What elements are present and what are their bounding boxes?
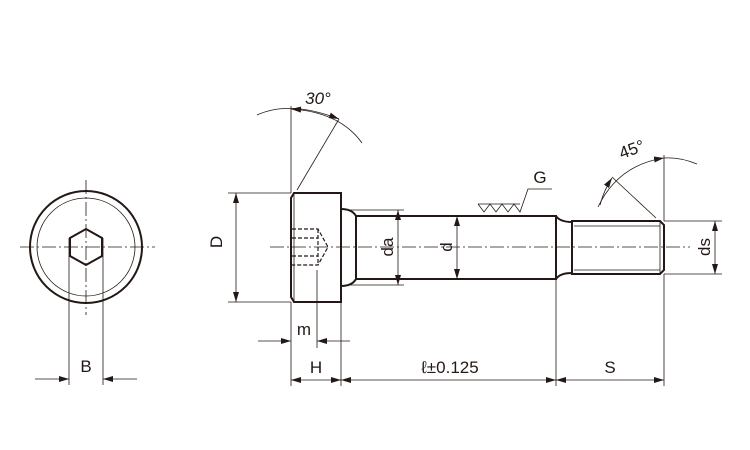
hex-size-label: B <box>80 357 91 376</box>
thread-finish-label: G <box>533 168 546 187</box>
thread-length-label: S <box>604 358 615 377</box>
head-diameter-label: D <box>207 236 226 248</box>
socket-depth-label: m <box>297 320 311 339</box>
fillet-diameter-label: da <box>378 237 397 256</box>
thread-diameter-label: ds <box>695 238 714 256</box>
end-view: B <box>20 180 155 385</box>
shoulder-diameter-label: d <box>437 242 456 251</box>
tip-angle-label: 45° <box>616 136 647 163</box>
side-view: G 30° 45° D da d ds m H ℓ±0.125 S <box>207 89 722 386</box>
shoulder-length-label: ℓ±0.125 <box>420 358 478 377</box>
head-angle-label: 30° <box>305 89 331 108</box>
head-height-label: H <box>310 358 322 377</box>
